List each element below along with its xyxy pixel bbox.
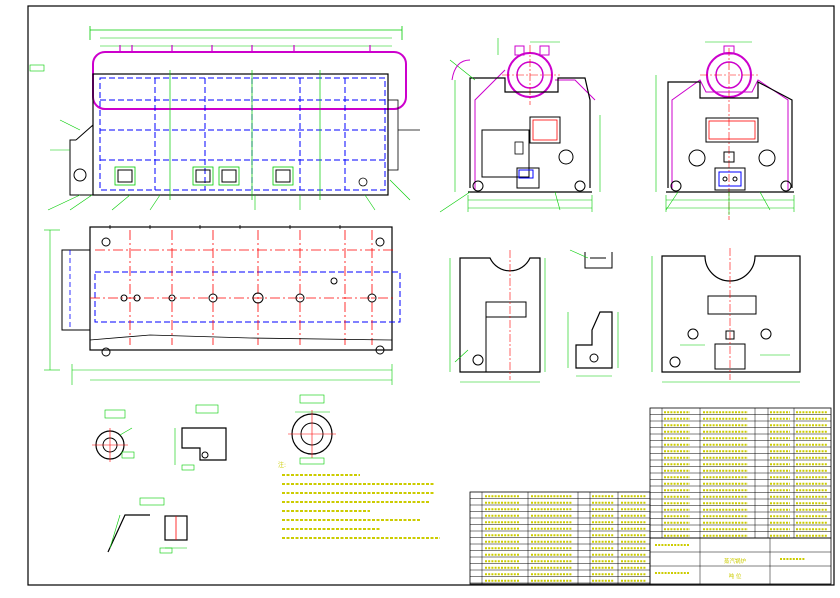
section-view-middle <box>567 249 619 377</box>
parts-list-upper <box>649 407 832 539</box>
notes-heading: 注: <box>278 461 286 469</box>
title-block: 蒸汽锅炉 吨 位 <box>649 537 832 585</box>
front-elevation-view <box>29 26 420 211</box>
plan-view <box>44 225 401 385</box>
parts-list-lower <box>469 491 651 585</box>
detail-views <box>92 394 336 554</box>
technical-notes: 注: <box>278 461 440 539</box>
title-block-name: 蒸汽锅炉 <box>724 557 747 565</box>
rear-elevation-view <box>655 41 795 220</box>
section-view-left <box>449 250 546 383</box>
title-block-unit: 吨 位 <box>729 572 742 580</box>
section-view-right <box>651 248 801 383</box>
side-elevation-view <box>439 38 601 213</box>
sheet-border <box>27 5 835 586</box>
